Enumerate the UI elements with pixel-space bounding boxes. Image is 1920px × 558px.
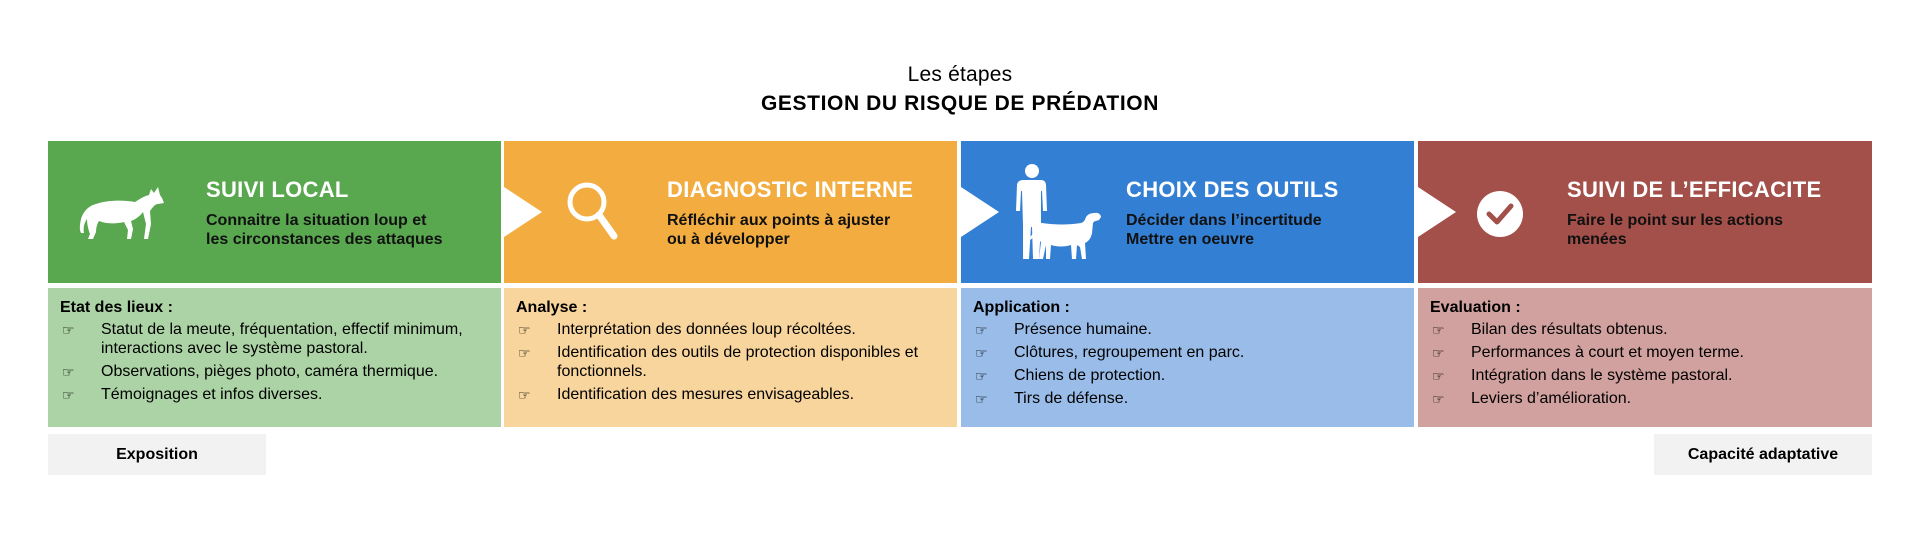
title-subtitle: Les étapes [907,63,1013,86]
pointing-hand-icon: ☞ [1432,391,1445,407]
stage-items: ☞Interprétation des données loup récolté… [516,320,945,404]
stage-header: CHOIX DES OUTILS Décider dans l’incertit… [961,141,1414,283]
stage-title: CHOIX DES OUTILS [1126,177,1339,202]
stage-body: Etat des lieux : ☞Statut de la meute, fr… [48,288,501,427]
pointing-hand-icon: ☞ [975,368,988,384]
magnifier-icon [567,182,618,240]
check-circle-icon [1477,191,1523,237]
pointing-hand-icon: ☞ [518,345,531,361]
stage-subtitle: Connaitre la situation loup et les circo… [206,212,443,248]
stage-title: SUIVI LOCAL [206,177,349,202]
pointing-hand-icon: ☞ [1432,322,1445,338]
pointing-hand-icon: ☞ [975,345,988,361]
list-item: ☞Observations, pièges photo, caméra ther… [62,363,439,380]
pointing-hand-icon: ☞ [975,322,988,338]
pointing-hand-icon: ☞ [518,322,531,338]
stage-subtitle: Réfléchir aux points à ajuster ou à déve… [667,212,891,248]
wolf-icon [79,187,164,239]
stage-body-title: Analyse : [516,299,588,316]
pointing-hand-icon: ☞ [975,391,988,407]
chevron-arrow-icon [504,187,542,237]
exposition-label: Exposition [48,434,266,475]
stage-items: ☞Bilan des résultats obtenus. ☞Performan… [1430,320,1860,408]
pointing-hand-icon: ☞ [1432,345,1445,361]
stage-title: DIAGNOSTIC INTERNE [667,177,914,202]
list-item: ☞Bilan des résultats obtenus. [1432,321,1668,338]
shepherd-dog-icon [1016,164,1101,259]
stage-subtitle: Faire le point sur les actions menées [1567,212,1784,248]
stage-items: ☞Statut de la meute, fréquentation, effe… [60,320,489,404]
list-item: ☞Tirs de défense. [975,390,1129,407]
pointing-hand-icon: ☞ [62,364,75,380]
pointing-hand-icon: ☞ [62,322,75,338]
list-item: ☞Intégration dans le système pastoral. [1432,367,1733,384]
list-item: ☞Présence humaine. [975,321,1152,338]
diagram-title: Les étapes GESTION DU RISQUE DE PRÉDATIO… [0,62,1920,117]
stage-body: Application : ☞Présence humaine. ☞Clôtur… [961,288,1414,427]
stage-title: SUIVI DE L’EFFICACITE [1567,177,1822,202]
list-item: ☞Interprétation des données loup récolté… [518,321,856,338]
stage-header: DIAGNOSTIC INTERNE Réfléchir aux points … [504,141,957,283]
list-item: ☞Identification des mesures envisageable… [518,386,855,403]
list-item: ☞Clôtures, regroupement en parc. [975,344,1245,361]
list-item: ☞Statut de la meute, fréquentation, effe… [62,321,463,357]
list-item: ☞Témoignages et infos diverses. [62,386,323,403]
pointing-hand-icon: ☞ [62,387,75,403]
list-item: ☞Performances à court et moyen terme. [1432,344,1744,361]
stage-body: Analyse : ☞Interprétation des données lo… [504,288,957,427]
chevron-arrow-icon [961,187,999,237]
stage-subtitle: Décider dans l’incertitude Mettre en oeu… [1126,212,1322,248]
stage-header: SUIVI LOCAL Connaitre la situation loup … [48,141,501,283]
capacite-adaptative-label: Capacité adaptative [1654,434,1872,475]
chevron-arrow-icon [1418,187,1456,237]
list-item: ☞Leviers d’amélioration. [1432,390,1632,407]
stage-body-title: Etat des lieux : [60,299,173,316]
pointing-hand-icon: ☞ [1432,368,1445,384]
title-main: GESTION DU RISQUE DE PRÉDATION [761,92,1159,115]
pointing-hand-icon: ☞ [518,387,531,403]
list-item: ☞Identification des outils de protection… [518,344,919,380]
list-item: ☞Chiens de protection. [975,367,1166,384]
stage-items: ☞Présence humaine. ☞Clôtures, regroupeme… [973,320,1402,408]
stage-body-title: Evaluation : [1430,299,1521,316]
stage-header: SUIVI DE L’EFFICACITE Faire le point sur… [1418,141,1872,283]
stage-body-title: Application : [973,299,1070,316]
stage-body: Evaluation : ☞Bilan des résultats obtenu… [1418,288,1872,427]
